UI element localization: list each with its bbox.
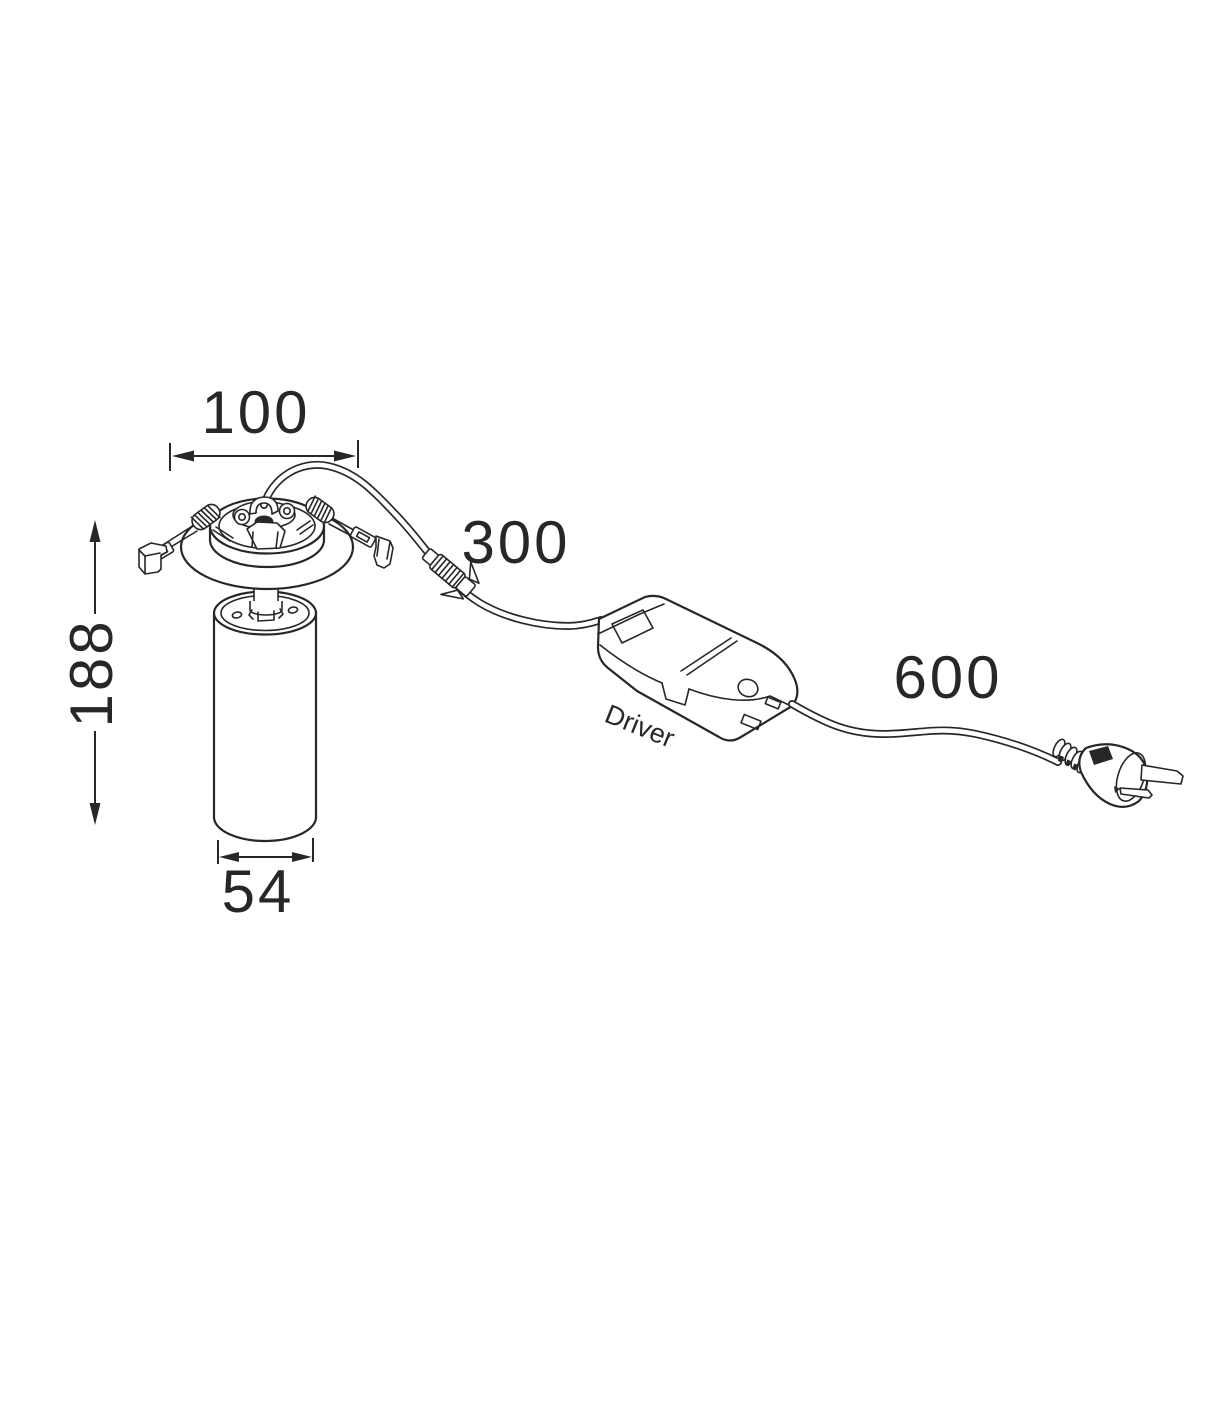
connector-wing-bottom	[440, 589, 465, 600]
dimension-bottom-diameter: 54	[217, 838, 314, 925]
arrowhead-right	[292, 852, 312, 862]
driver-clip-notch	[661, 682, 690, 706]
driver-box	[596, 594, 799, 742]
driver-port	[740, 713, 762, 731]
dim-top-value: 100	[201, 379, 310, 446]
arrowhead-left	[219, 852, 239, 862]
plug-marker	[1114, 786, 1120, 793]
arrowhead-up	[89, 520, 101, 542]
clip-foot-left	[138, 542, 168, 575]
terminal-screw-left	[233, 508, 251, 526]
dim-left-value: 188	[58, 618, 125, 727]
lamp-body-cylinder	[212, 590, 318, 843]
driver-mount-hole	[737, 678, 759, 698]
dim-cable2-value: 600	[893, 644, 1002, 711]
inline-connector	[421, 548, 480, 600]
plug-pin-bottom	[1119, 787, 1153, 799]
driver-cable-exit	[764, 696, 782, 710]
spring-clip-right	[296, 495, 394, 569]
dim-cable1-value: 300	[461, 509, 570, 576]
top-screw-hole-left	[231, 611, 243, 619]
dimension-left-height: 188	[58, 520, 125, 825]
dimension-top-width: 100	[169, 379, 359, 471]
torsion-spring-left	[190, 503, 221, 531]
cable-driver-to-plug	[788, 700, 1062, 766]
clip-link-right	[349, 526, 377, 548]
dim-bottom-value: 54	[222, 858, 295, 925]
mains-plug	[1052, 738, 1184, 808]
arrowhead-left	[172, 450, 194, 462]
hex-nut	[246, 521, 286, 550]
plug-label-window	[1089, 746, 1113, 765]
arrowhead-right	[334, 450, 356, 462]
arrowhead-down	[89, 803, 101, 825]
cable-clamp-arch	[249, 496, 279, 515]
strain-relief	[1052, 738, 1090, 774]
top-screw-hole-right	[287, 606, 299, 614]
connector-wing-top	[468, 561, 480, 585]
center-terminal	[232, 500, 296, 550]
driver-endcap-panel	[611, 609, 654, 644]
plug-pin-top	[1140, 764, 1184, 785]
spring-clip-left	[138, 503, 234, 575]
terminal-screw-right	[278, 502, 296, 520]
torsion-spring-right	[305, 495, 335, 525]
